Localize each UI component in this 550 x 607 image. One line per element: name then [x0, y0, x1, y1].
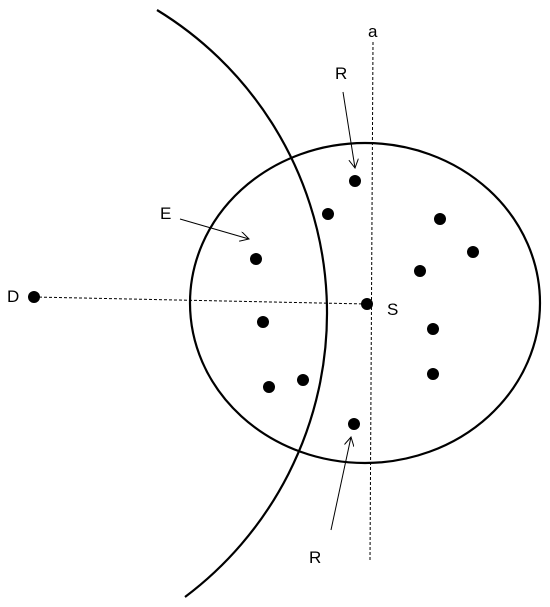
- point: [434, 213, 446, 225]
- label-a: a: [368, 22, 378, 41]
- arrow-r-bottom: [330, 437, 351, 531]
- point: [257, 316, 269, 328]
- point: [427, 323, 439, 335]
- label-s: S: [387, 300, 398, 319]
- large-arc: [156, 9, 329, 598]
- point-r-top: [349, 175, 361, 187]
- arrow-e: [179, 218, 249, 239]
- label-d: D: [7, 287, 19, 306]
- point-d: [28, 291, 40, 303]
- arrow-r-top: [342, 91, 355, 168]
- label-r-top: R: [335, 64, 347, 83]
- point: [322, 208, 334, 220]
- main-circle: [188, 141, 542, 465]
- point-e: [250, 253, 262, 265]
- point-r-bottom: [348, 418, 360, 430]
- point: [263, 381, 275, 393]
- point-s: [361, 298, 373, 310]
- line-d-s: [33, 296, 368, 305]
- points: [28, 175, 479, 430]
- point: [467, 246, 479, 258]
- point: [297, 374, 309, 386]
- point: [427, 368, 439, 380]
- label-r-bottom: R: [309, 548, 321, 567]
- label-e: E: [160, 204, 171, 223]
- axis-a-line: [369, 41, 374, 561]
- point: [414, 265, 426, 277]
